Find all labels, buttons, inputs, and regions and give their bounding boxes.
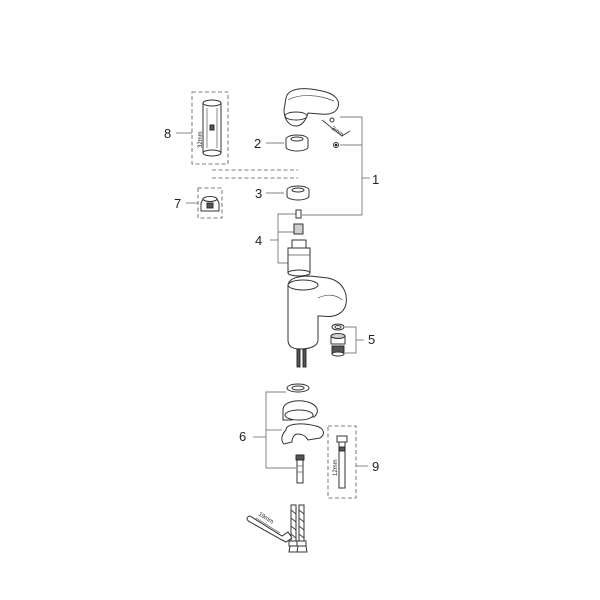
callout-7: 7 bbox=[174, 196, 181, 211]
hex-key-size-label: 3mm bbox=[330, 126, 344, 139]
supply-hoses bbox=[288, 504, 308, 553]
leader-lines bbox=[176, 116, 370, 469]
bushing-nut bbox=[200, 196, 220, 212]
callout-6: 6 bbox=[239, 429, 246, 444]
callout-1: 1 bbox=[372, 172, 379, 187]
hex-key: 3mm bbox=[321, 119, 351, 139]
hose-wrench: 19mm bbox=[246, 512, 293, 543]
cover-ring bbox=[285, 134, 309, 152]
callout-5: 5 bbox=[368, 332, 375, 347]
cartridge-wrench-size-label: 32mm bbox=[198, 131, 204, 148]
aerator-assembly bbox=[330, 323, 346, 357]
cartridge-wrench: 32mm bbox=[198, 99, 222, 157]
callout-4: 4 bbox=[255, 233, 262, 248]
cartridge-assembly bbox=[287, 209, 311, 277]
callout-9: 9 bbox=[372, 459, 379, 474]
callout-3: 3 bbox=[255, 186, 262, 201]
faucet-body bbox=[287, 275, 347, 368]
tool-box-7 bbox=[197, 187, 223, 219]
socket-tool: 12mm bbox=[333, 435, 348, 489]
tool-box-8 bbox=[191, 91, 229, 165]
callout-2: 2 bbox=[254, 136, 261, 151]
tool-box-9 bbox=[327, 425, 357, 499]
socket-size-label: 12mm bbox=[333, 459, 339, 476]
set-screw bbox=[329, 117, 339, 148]
callout-8: 8 bbox=[164, 126, 171, 141]
lever-handle bbox=[283, 88, 339, 127]
washer-ring bbox=[286, 185, 310, 201]
mounting-kit bbox=[281, 383, 324, 484]
